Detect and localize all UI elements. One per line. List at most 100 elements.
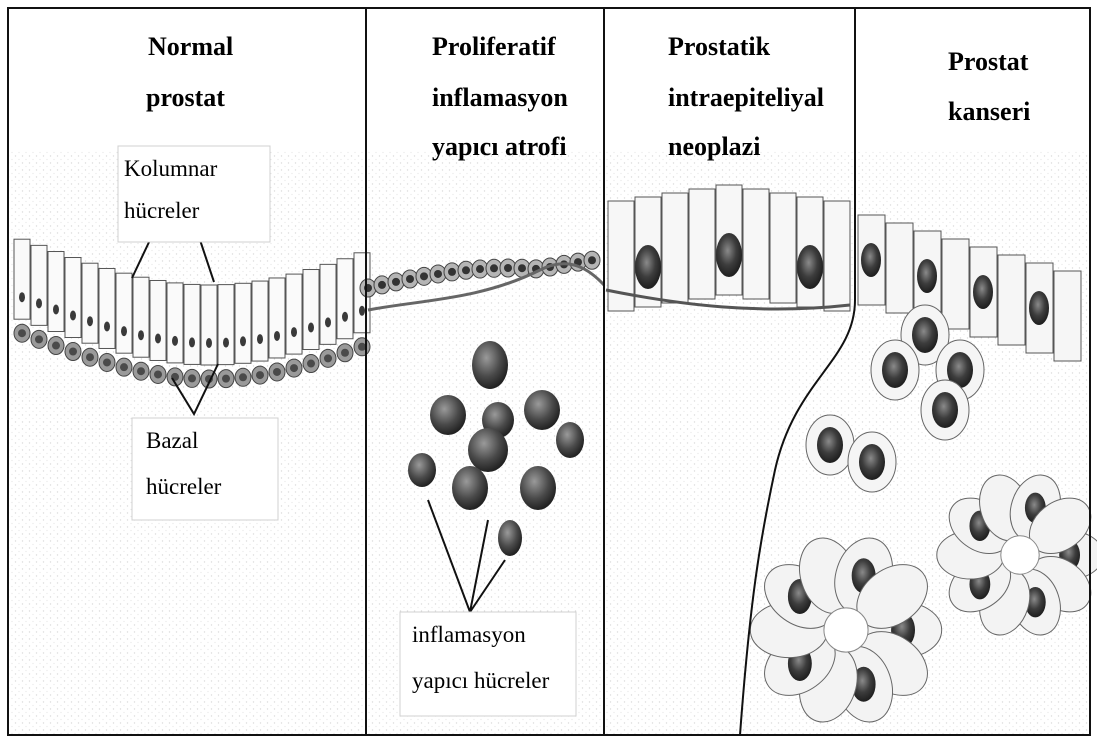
cancer-nucleus <box>973 275 993 309</box>
cancer-cell <box>1054 271 1081 361</box>
title-cancer-line1: Prostat <box>948 47 1029 76</box>
columnar-cell <box>252 281 268 361</box>
basal-nucleus <box>239 373 247 381</box>
invasive-nucleus <box>859 444 885 480</box>
columnar-cell <box>337 259 353 339</box>
columnar-nucleus <box>257 334 263 344</box>
inflammatory-cell <box>430 395 466 435</box>
inflammatory-cell <box>556 422 584 458</box>
basal-nucleus <box>86 353 94 361</box>
basal-nucleus <box>256 371 264 379</box>
atrophic-nucleus <box>378 281 386 289</box>
atrophic-nucleus <box>434 270 442 278</box>
basal-nucleus <box>137 367 145 375</box>
columnar-nucleus <box>155 333 161 343</box>
inflammatory-cell <box>520 466 556 510</box>
columnar-nucleus <box>87 316 93 326</box>
invasive-nucleus <box>817 427 843 463</box>
columnar-nucleus <box>121 326 127 336</box>
columnar-cell <box>201 285 217 365</box>
atrophic-nucleus <box>420 272 428 280</box>
invasive-nucleus <box>882 352 908 388</box>
basal-nucleus <box>341 349 349 357</box>
cancer-nucleus <box>917 259 937 293</box>
atrophic-nucleus <box>588 256 596 264</box>
title-pin-line1: Prostatik <box>668 32 771 61</box>
columnar-nucleus <box>53 305 59 315</box>
columnar-cell <box>82 263 98 343</box>
inflammatory-cell <box>408 453 436 487</box>
atrophic-nucleus <box>476 265 484 273</box>
columnar-cell <box>133 277 149 357</box>
columnar-cell <box>167 283 183 363</box>
pin-cell <box>689 189 715 299</box>
basal-nucleus <box>154 370 162 378</box>
columnar-nucleus <box>36 298 42 308</box>
columnar-cell <box>65 258 81 338</box>
pin-nucleus <box>635 245 661 289</box>
columnar-nucleus <box>223 338 229 348</box>
inflammatory-cell <box>452 466 488 510</box>
columnar-cell <box>116 273 132 353</box>
inflammatory-cell <box>524 390 560 430</box>
title-pia-line1: Proliferatif <box>432 32 556 61</box>
columnar-cell <box>184 284 200 364</box>
basal-nucleus <box>18 329 26 337</box>
columnar-nucleus <box>325 317 331 327</box>
atrophic-nucleus <box>448 268 456 276</box>
basal-nucleus <box>103 358 111 366</box>
atrophic-nucleus <box>392 278 400 286</box>
inflammatory-cell <box>468 428 508 472</box>
basal-nucleus <box>120 363 128 371</box>
columnar-nucleus <box>342 312 348 322</box>
title-pin-line2: intraepiteliyal <box>668 83 824 112</box>
basal-label-line2: hücreler <box>146 474 222 499</box>
pin-cell <box>743 189 769 299</box>
basal-nucleus <box>324 354 332 362</box>
columnar-nucleus <box>104 321 110 331</box>
cancer-nucleus <box>1029 291 1049 325</box>
columnar-nucleus <box>19 292 25 302</box>
title-pin-line3: neoplazi <box>668 132 760 161</box>
columnar-cell <box>286 274 302 354</box>
cancer-cell <box>886 223 913 313</box>
title-normal-line2: prostat <box>146 83 225 112</box>
basal-nucleus <box>358 343 366 351</box>
atrophic-nucleus <box>462 266 470 274</box>
columnar-nucleus <box>172 336 178 346</box>
title-normal-line1: Normal <box>148 32 233 61</box>
basal-label-line1: Bazal <box>146 428 198 453</box>
pin-cell <box>662 193 688 303</box>
columnar-nucleus <box>70 311 76 321</box>
columnar-label-line1: Kolumnar <box>124 156 218 181</box>
cancer-cell <box>998 255 1025 345</box>
columnar-nucleus <box>274 331 280 341</box>
pin-nucleus <box>797 245 823 289</box>
atrophic-nucleus <box>406 275 414 283</box>
title-cancer-line2: kanseri <box>948 97 1030 126</box>
title-pia-line2: inflamasyon <box>432 83 568 112</box>
columnar-cell <box>48 252 64 332</box>
inflammatory-label-line1: inflamasyon <box>412 622 526 647</box>
columnar-nucleus <box>189 337 195 347</box>
columnar-nucleus <box>291 327 297 337</box>
pin-cell <box>824 201 850 311</box>
columnar-nucleus <box>240 336 246 346</box>
basal-nucleus <box>52 342 60 350</box>
columnar-nucleus <box>308 323 314 333</box>
basal-nucleus <box>69 348 77 356</box>
columnar-cell <box>218 285 234 365</box>
title-pia-line3: yapıcı atrofi <box>432 132 567 161</box>
inflammatory-label-line2: yapıcı hücreler <box>412 668 550 693</box>
atrophic-nucleus <box>518 264 526 272</box>
pin-nucleus <box>716 233 742 277</box>
cancer-nucleus <box>861 243 881 277</box>
invasive-nucleus <box>912 317 938 353</box>
columnar-cell <box>99 268 115 348</box>
inflammatory-cell <box>472 341 508 389</box>
columnar-cell <box>269 278 285 358</box>
columnar-cell <box>14 239 30 319</box>
columnar-nucleus <box>359 306 365 316</box>
